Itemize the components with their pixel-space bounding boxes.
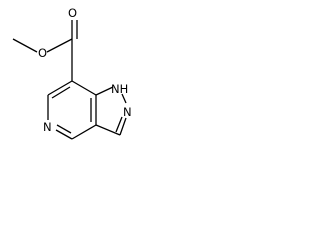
bond-c3-c3a xyxy=(95,124,121,136)
bond-c7a-c7 xyxy=(71,80,97,96)
bond-n2-c3 xyxy=(119,117,127,136)
atom-n-pyridine: N xyxy=(43,120,52,134)
atom-o-methoxy: O xyxy=(38,46,47,60)
atom-n-pyrazole: N xyxy=(123,105,132,119)
bond-c4-c3a xyxy=(71,124,97,140)
bond-n5-c4-inner xyxy=(56,124,72,134)
bond-c7-c6 xyxy=(47,80,73,96)
bond-methyl-o xyxy=(12,38,38,53)
bond-n2-c3-inner xyxy=(115,116,123,133)
atom-o-carbonyl: O xyxy=(68,6,77,20)
bond-n1-n2 xyxy=(121,93,127,104)
bond-n5-c4 xyxy=(55,129,73,140)
structure-diagram: O O NH N N xyxy=(12,6,132,140)
atom-nh-pyrazole: NH xyxy=(111,82,128,96)
bond-c7-c6-inner xyxy=(51,86,71,99)
bonds xyxy=(12,20,127,140)
atom-labels: O O NH N N xyxy=(38,6,132,134)
bond-o-carbonyl-carbon xyxy=(46,38,73,53)
bond-c7a-n1 xyxy=(95,86,114,96)
